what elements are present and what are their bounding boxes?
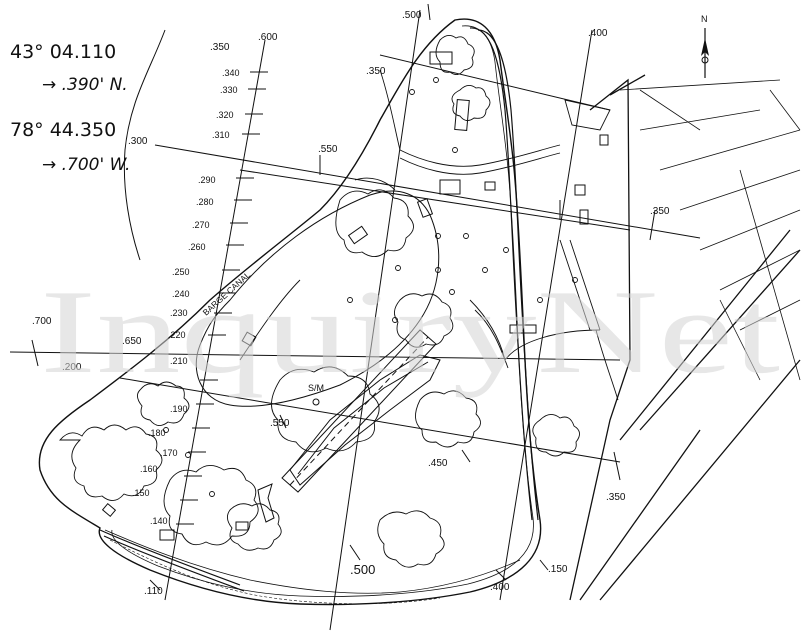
grid-label-top-400: .400 <box>588 28 608 39</box>
grid-label-bottom-150: .150 <box>548 564 568 575</box>
mainland-road <box>569 74 801 601</box>
handwritten-coordinates: 43° 04.110 → .390' N. 78° 44.350 → .700'… <box>10 29 166 261</box>
lat-tick-label: .240 <box>172 289 190 299</box>
grid-ticks <box>31 3 656 591</box>
latitude-decimal-text: → .390' N. <box>42 75 128 95</box>
lat-tick-label: .250 <box>172 267 190 277</box>
grid-label-low-450: .450 <box>428 458 448 469</box>
station-marker-icon <box>312 398 320 406</box>
handwritten-divider <box>123 29 166 261</box>
mainland-parcels <box>619 79 801 381</box>
lat-tick-label: .210 <box>170 356 188 366</box>
buildings <box>101 51 609 541</box>
grid-label-bottom-110: .110 <box>144 586 163 597</box>
site-boundary <box>38 18 542 606</box>
lat-tick-label: .190 <box>170 404 188 414</box>
grid-lines <box>9 9 701 631</box>
grid-label-mid-300: .300 <box>128 136 148 147</box>
grid-label-mid-350-left: .350 <box>210 42 230 53</box>
airstrip <box>281 329 437 493</box>
lat-tick-label: .220 <box>168 330 186 340</box>
lat-tick-label: .270 <box>192 220 210 230</box>
lat-tick-label: .310 <box>212 130 230 140</box>
longitude-decimal-text: → .700' W. <box>42 155 130 175</box>
grid-label-bottom-500: .500 <box>350 562 375 577</box>
grid-label-bottom-350: .350 <box>606 492 626 503</box>
lat-tick-label: .160 <box>140 464 158 474</box>
shore-road <box>99 27 539 592</box>
lat-tick-label: .260 <box>188 242 206 252</box>
north-arrow-label: N <box>701 14 708 24</box>
grid-label-left-650: .650 <box>122 336 142 347</box>
lat-tick-label: .140 <box>150 516 168 526</box>
grid-label-mid-350-upper: .350 <box>366 66 386 77</box>
lat-tick-label: .170 <box>160 448 178 458</box>
grid-label-bottom-400: .400 <box>490 582 510 593</box>
watermark-text: InquiryNet <box>40 265 780 398</box>
grid-label-top-600: .600 <box>258 32 278 43</box>
station-label: S/M <box>308 383 324 393</box>
lat-tick-label: .230 <box>170 308 188 318</box>
lat-tick-label: .280 <box>196 197 214 207</box>
lat-tick-label: .180 <box>148 428 166 438</box>
north-arrow-icon: N <box>701 14 709 78</box>
grid-label-right-350: .350 <box>650 206 670 217</box>
grid-coordinate-labels: .600 .500 .400 .700 .650 .200 .550 .350 … <box>32 10 670 597</box>
lat-tick-label: .320 <box>216 110 234 120</box>
longitude-text: 78° 44.350 <box>10 119 116 141</box>
lat-tick-label: .150 <box>132 488 150 498</box>
latitude-tick-labels: .340 .330 .320 .310 .290 .280 .270 .260 … <box>132 68 240 526</box>
grid-label-top-500: .500 <box>402 10 422 21</box>
lat-tick-label: .290 <box>198 175 216 185</box>
internal-paths <box>239 69 601 369</box>
latitude-text: 43° 04.110 <box>10 41 116 63</box>
grid-label-left-700: .700 <box>32 316 52 327</box>
grid-label-mid-550-low: .550 <box>270 418 290 429</box>
grid-label-left-200: .200 <box>62 362 82 373</box>
lat-tick-label: .330 <box>220 85 238 95</box>
grid-label-mid-550: .550 <box>318 144 338 155</box>
lat-tick-label: .340 <box>222 68 240 78</box>
